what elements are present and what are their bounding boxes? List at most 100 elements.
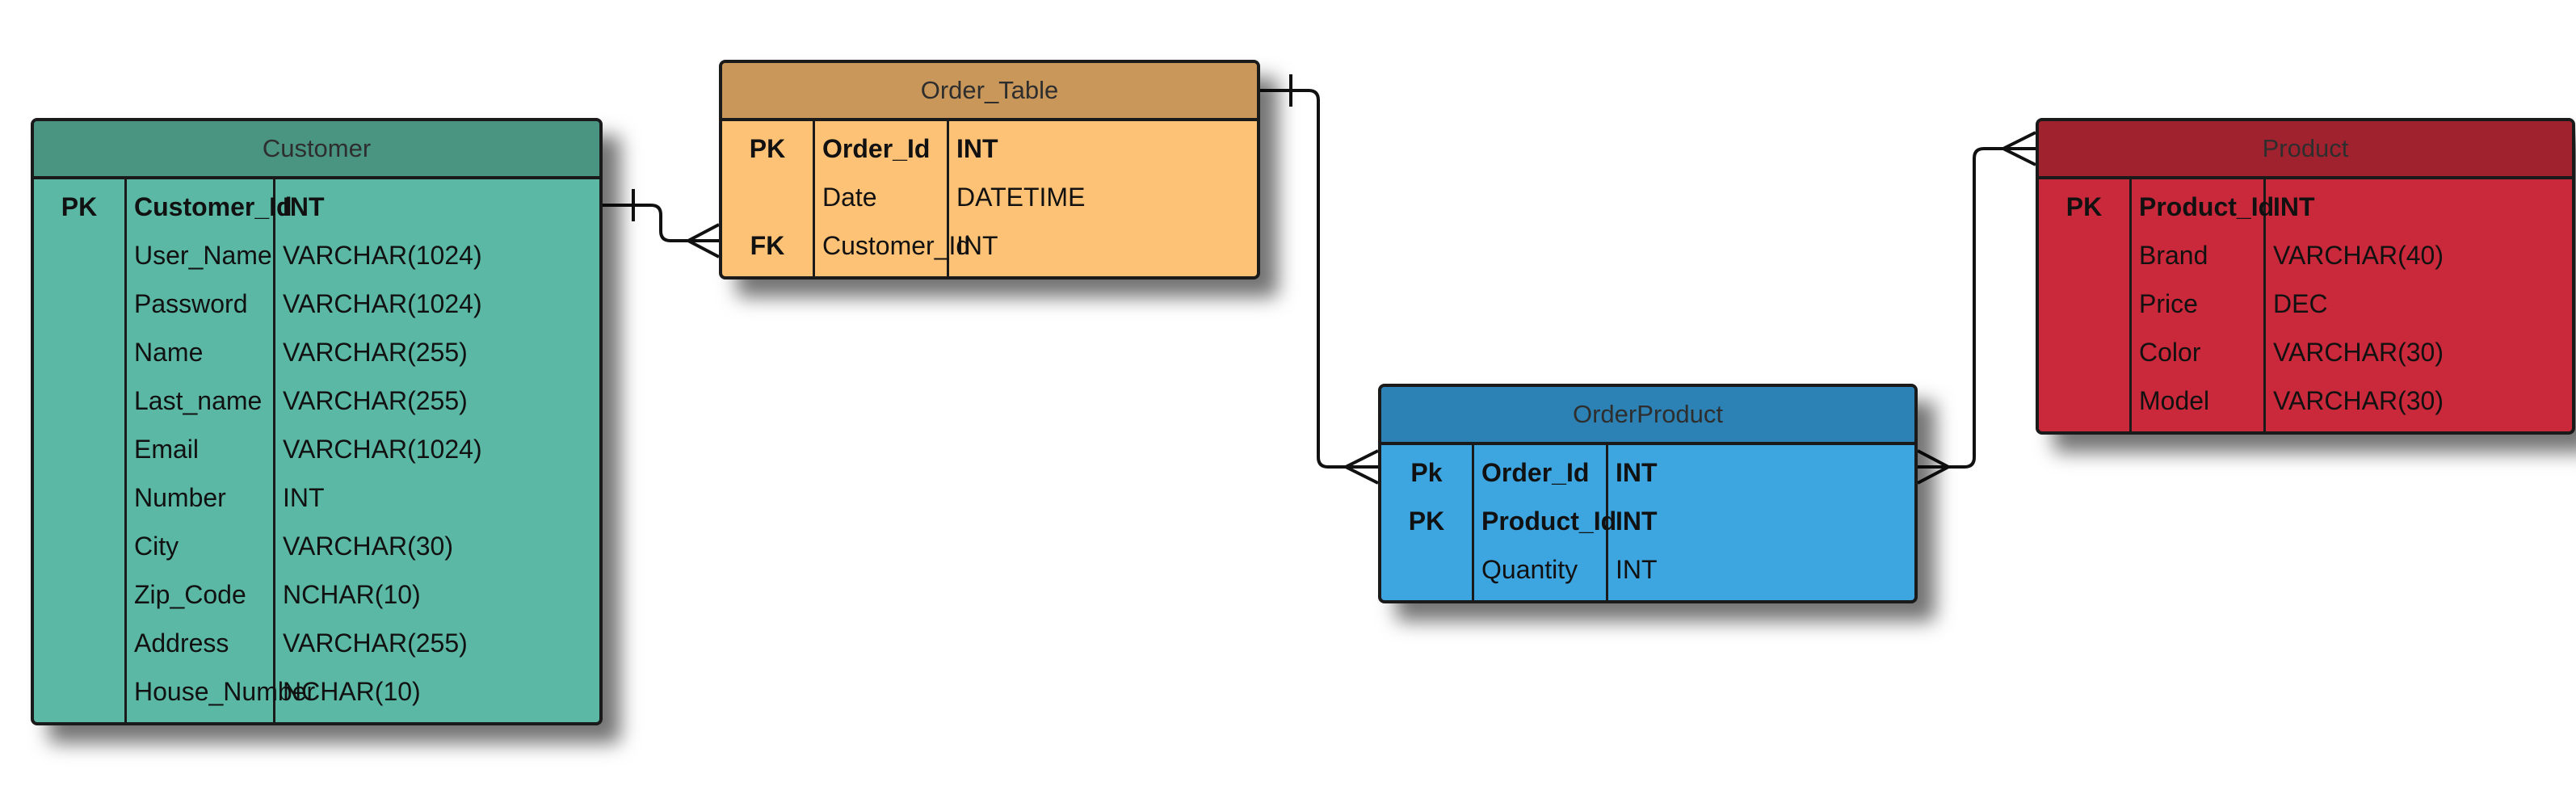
entity-title: OrderProduct bbox=[1381, 387, 1914, 445]
field-name: Color bbox=[2139, 338, 2201, 367]
field-name: Customer_Id bbox=[134, 192, 292, 221]
field-name: Order_Id bbox=[1481, 458, 1590, 487]
field-row[interactable]: Quantity INT bbox=[1381, 545, 1914, 594]
field-type: VARCHAR(40) bbox=[2273, 241, 2444, 270]
field-type: DATETIME bbox=[956, 183, 1086, 212]
field-name: Product_Id bbox=[2139, 192, 2275, 221]
field-row[interactable]: Color VARCHAR(30) bbox=[2039, 328, 2572, 376]
column-divider bbox=[1606, 445, 1608, 600]
field-row[interactable]: User_Name VARCHAR(1024) bbox=[34, 231, 599, 280]
field-name: House_Number bbox=[134, 677, 316, 706]
field-type: INT bbox=[283, 483, 325, 512]
field-type: INT bbox=[1616, 458, 1658, 487]
column-divider bbox=[1472, 445, 1474, 600]
field-row[interactable]: PK Order_Id INT bbox=[722, 124, 1257, 173]
field-key: FK bbox=[750, 231, 785, 260]
column-divider bbox=[273, 179, 275, 722]
field-name: Number bbox=[134, 483, 226, 512]
field-type: VARCHAR(30) bbox=[2273, 386, 2444, 415]
many-marker bbox=[1917, 449, 1952, 485]
field-row[interactable]: Last_name VARCHAR(255) bbox=[34, 376, 599, 425]
entity-title: Product bbox=[2039, 121, 2572, 179]
field-row[interactable]: Number INT bbox=[34, 473, 599, 522]
field-name: Product_Id bbox=[1481, 506, 1617, 536]
column-divider bbox=[124, 179, 127, 722]
field-key bbox=[34, 667, 124, 716]
field-type: VARCHAR(1024) bbox=[283, 241, 482, 270]
field-row[interactable]: Model VARCHAR(30) bbox=[2039, 376, 2572, 425]
column-divider bbox=[2263, 179, 2266, 431]
field-type: VARCHAR(255) bbox=[283, 386, 468, 415]
field-row[interactable]: Pk Order_Id INT bbox=[1381, 448, 1914, 497]
field-name: Customer_Id bbox=[822, 231, 971, 260]
field-name: Date bbox=[822, 183, 877, 212]
many-marker bbox=[1342, 449, 1379, 485]
field-name: Name bbox=[134, 338, 204, 367]
field-key bbox=[34, 619, 124, 667]
field-key bbox=[34, 473, 124, 522]
field-key bbox=[722, 173, 813, 221]
field-type: NCHAR(10) bbox=[283, 677, 421, 706]
field-row[interactable]: Name VARCHAR(255) bbox=[34, 328, 599, 376]
field-type: INT bbox=[1616, 555, 1658, 584]
field-key: PK bbox=[61, 192, 98, 221]
field-type: VARCHAR(30) bbox=[283, 532, 453, 561]
field-name: Brand bbox=[2139, 241, 2208, 270]
field-name: Last_name bbox=[134, 386, 263, 415]
field-name: User_Name bbox=[134, 241, 272, 270]
many-marker bbox=[684, 223, 720, 258]
field-type: VARCHAR(30) bbox=[2273, 338, 2444, 367]
field-key bbox=[1381, 545, 1472, 594]
field-key bbox=[34, 425, 124, 473]
field-key: PK bbox=[1408, 506, 1445, 536]
field-key: Pk bbox=[1410, 458, 1443, 487]
field-type: INT bbox=[1616, 506, 1658, 536]
field-type: INT bbox=[283, 192, 325, 221]
field-type: INT bbox=[956, 134, 998, 163]
many-marker bbox=[1999, 131, 2036, 166]
field-type: INT bbox=[956, 231, 998, 260]
field-name: Model bbox=[2139, 386, 2210, 415]
field-key bbox=[2039, 328, 2129, 376]
field-type: VARCHAR(1024) bbox=[283, 435, 482, 464]
field-key bbox=[34, 376, 124, 425]
field-name: Zip_Code bbox=[134, 580, 246, 609]
column-divider bbox=[813, 121, 815, 276]
field-row[interactable]: Password VARCHAR(1024) bbox=[34, 280, 599, 328]
field-key bbox=[34, 522, 124, 570]
field-key bbox=[34, 280, 124, 328]
field-type: VARCHAR(255) bbox=[283, 338, 468, 367]
field-key bbox=[2039, 376, 2129, 425]
field-type: VARCHAR(1024) bbox=[283, 289, 482, 318]
entity-title: Customer bbox=[34, 121, 599, 179]
link-orderproduct-product bbox=[1918, 147, 2036, 469]
field-row[interactable]: Brand VARCHAR(40) bbox=[2039, 231, 2572, 280]
field-key bbox=[34, 328, 124, 376]
column-divider bbox=[2129, 179, 2132, 431]
column-divider bbox=[947, 121, 949, 276]
field-name: Quantity bbox=[1481, 555, 1578, 584]
field-name: Password bbox=[134, 289, 248, 318]
field-row[interactable]: Date DATETIME bbox=[722, 173, 1257, 221]
field-name: Order_Id bbox=[822, 134, 931, 163]
field-key: PK bbox=[749, 134, 786, 163]
field-name: Address bbox=[134, 628, 229, 658]
field-type: DEC bbox=[2273, 289, 2328, 318]
